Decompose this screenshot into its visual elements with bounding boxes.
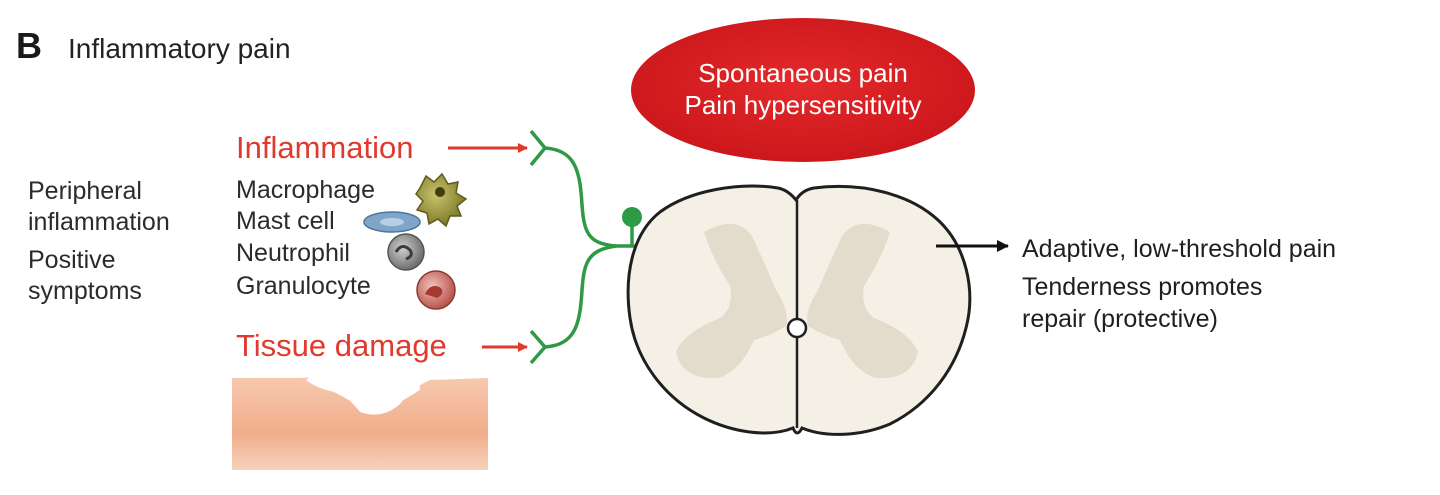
skin-wound-icon bbox=[232, 364, 488, 470]
mast-cell-icon bbox=[363, 211, 421, 233]
granulocyte-icon bbox=[416, 270, 456, 310]
cell-label-macrophage: Macrophage bbox=[236, 176, 375, 204]
nerve-ending-bottom bbox=[529, 329, 548, 365]
nerve-knob bbox=[622, 207, 642, 227]
nerve-ending-top bbox=[529, 129, 548, 167]
tissue-damage-label: Tissue damage bbox=[236, 328, 447, 363]
cell-label-neutrophil: Neutrophil bbox=[236, 239, 350, 267]
outcome-line-1: Adaptive, low-threshold pain bbox=[1022, 235, 1336, 263]
spinal-cord-icon bbox=[626, 184, 972, 436]
macrophage-icon bbox=[415, 172, 468, 228]
cell-list: Macrophage Mast cell Neutrophil Granuloc… bbox=[236, 172, 468, 310]
left-line-2: inflammation bbox=[28, 208, 170, 236]
outcome-line-3: repair (protective) bbox=[1022, 305, 1218, 333]
outcome-text: Adaptive, low-threshold pain Tenderness … bbox=[1022, 235, 1336, 333]
ellipse-line-2: Pain hypersensitivity bbox=[685, 90, 922, 120]
cell-label-granulocyte: Granulocyte bbox=[236, 272, 371, 300]
left-column: Peripheral inflammation Positive symptom… bbox=[28, 177, 170, 305]
nerve-fiber-bottom bbox=[544, 244, 617, 349]
nerve-fiber-top bbox=[544, 146, 617, 248]
outcome-line-2: Tenderness promotes bbox=[1022, 273, 1262, 301]
inflammation-label: Inflammation bbox=[236, 130, 413, 165]
panel-letter: B bbox=[16, 25, 42, 66]
left-line-4: symptoms bbox=[28, 277, 142, 305]
cell-label-mast-cell: Mast cell bbox=[236, 207, 335, 235]
central-canal bbox=[786, 317, 808, 339]
left-line-1: Peripheral bbox=[28, 177, 142, 205]
ellipse-line-1: Spontaneous pain bbox=[698, 58, 908, 88]
left-line-3: Positive bbox=[28, 246, 116, 274]
pain-ellipse: Spontaneous pain Pain hypersensitivity bbox=[631, 18, 975, 162]
neutrophil-icon bbox=[387, 233, 425, 271]
panel-title: Inflammatory pain bbox=[68, 33, 291, 64]
